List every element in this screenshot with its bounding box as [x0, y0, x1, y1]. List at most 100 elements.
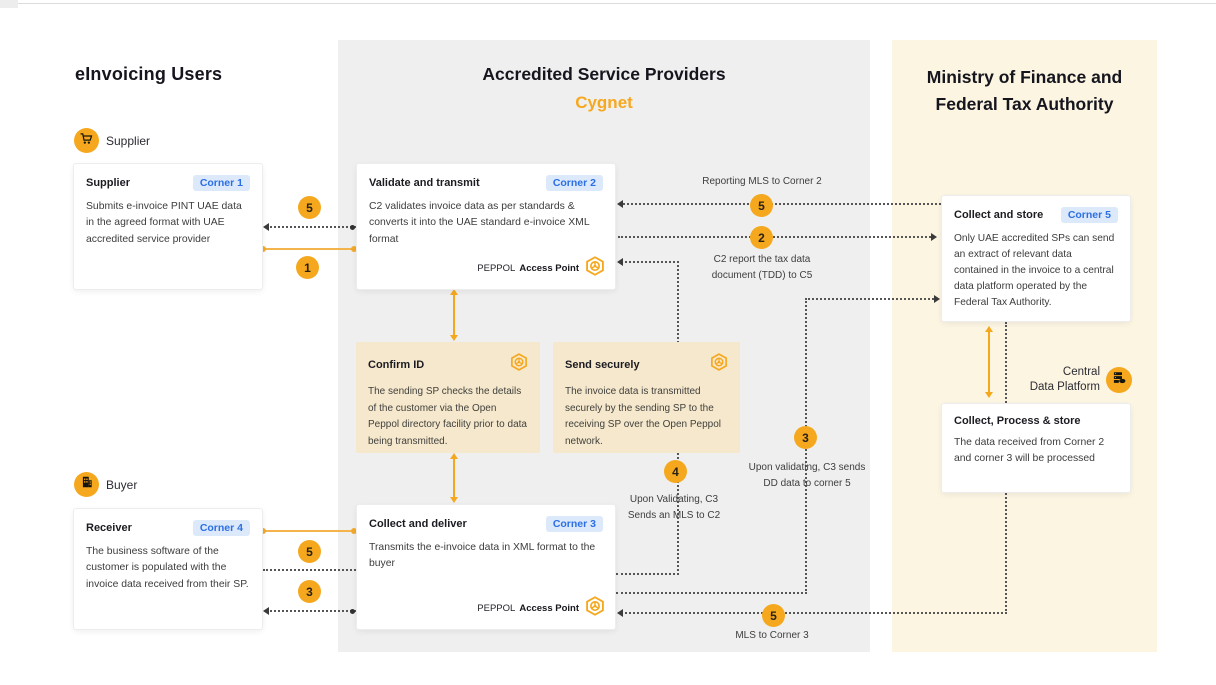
dd-data-label: Upon validating, C3 sends DD data to cor… — [727, 460, 887, 492]
c3-to-c5-dd-line-bottom — [616, 592, 807, 594]
buyer-avatar — [74, 472, 99, 497]
step-circle-5: 5 — [298, 540, 321, 563]
collect-process-body: The data received from Corner 2 and corn… — [954, 437, 1105, 465]
corner-5-badge: Corner 5 — [1060, 207, 1118, 223]
send-securely-body: The invoice data is transmitted securely… — [565, 386, 722, 447]
arrowhead-down-icon — [985, 392, 993, 398]
line-endpoint-dot — [350, 225, 355, 230]
confirm-id-panel: Confirm ID The sending SP checks the det… — [356, 342, 540, 453]
platform-label-line2: Data Platform — [1029, 381, 1100, 393]
dd-label-line2: DD data to corner 5 — [763, 478, 851, 489]
arrowhead-left-icon — [263, 223, 269, 231]
c5-to-c2-mls-line — [620, 203, 941, 205]
supplier-avatar — [74, 128, 99, 153]
dd-label-line1: Upon validating, C3 sends — [748, 462, 866, 473]
mls-c2-label-line1: Upon Validating, C3 — [629, 494, 719, 505]
mls-c2-label-line2: Sends an MLS to C2 — [627, 510, 721, 521]
right-column-title: Ministry of Finance and Federal Tax Auth… — [926, 67, 1123, 114]
middle-column-title: Accredited Service Providers — [482, 64, 726, 84]
reporting-mls-label: Reporting MLS to Corner 2 — [702, 176, 822, 187]
corner-2-badge: Corner 2 — [545, 175, 603, 191]
peppol-icon — [710, 353, 728, 376]
step-circle-1: 1 — [296, 256, 319, 279]
corner-4-badge: Corner 4 — [192, 520, 250, 536]
c3-to-c5-dd-line-top — [805, 298, 937, 300]
arrowhead-down-icon — [450, 497, 458, 503]
arrowhead-down-icon — [450, 335, 458, 341]
collect-store-title: Collect and store — [954, 209, 1044, 221]
orange-endpoint-dot — [351, 528, 357, 534]
confirm-id-title: Confirm ID — [368, 358, 425, 371]
c2-confirm-arrow — [453, 293, 455, 337]
step-circle-2: 2 — [750, 226, 773, 249]
confirm-id-body: The sending SP checks the details of the… — [368, 386, 527, 447]
arrowhead-up-icon — [450, 453, 458, 459]
peppol-label: PEPPOL — [477, 603, 516, 614]
access-point-label: Access Point — [519, 263, 579, 274]
building-icon — [80, 475, 94, 494]
send-securely-title: Send securely — [565, 358, 640, 371]
c3-to-receiver-dotted-line — [266, 610, 356, 612]
step-circle-5: 5 — [298, 196, 321, 219]
step-circle-5: 5 — [762, 604, 785, 627]
cart-icon — [79, 131, 94, 151]
collect-process-title: Collect, Process & store — [954, 415, 1081, 427]
arrowhead-left-icon — [617, 609, 623, 617]
tdd-label-line1: C2 report the tax data — [713, 254, 811, 265]
tdd-label: C2 report the tax data document (TDD) to… — [682, 252, 842, 284]
collect-deliver-body: Transmits the e-invoice data in XML form… — [369, 542, 596, 570]
c3-to-c2-mls-line-bottom — [616, 573, 679, 575]
supplier-card-title: Supplier — [86, 177, 131, 189]
step-circle-3: 3 — [298, 580, 321, 603]
step-circle-3: 3 — [794, 426, 817, 449]
buyer-actor-label: Buyer — [106, 478, 138, 492]
corner-1-badge: Corner 1 — [192, 175, 250, 191]
c3-to-receiver-line — [263, 530, 356, 532]
cygnet-subtitle: Cygnet — [575, 93, 633, 112]
collect-process-store-card: Collect, Process & store The data receiv… — [941, 403, 1131, 493]
orange-endpoint-dot — [260, 246, 266, 252]
left-column-title: eInvoicing Users — [75, 64, 223, 84]
step-circle-5: 5 — [750, 194, 773, 217]
orange-endpoint-dot — [351, 246, 357, 252]
top-left-block — [0, 0, 18, 8]
peppol-icon — [510, 353, 528, 376]
top-divider — [18, 3, 1216, 4]
line-endpoint-dot — [350, 609, 355, 614]
c2-to-c5-tdd-line — [618, 236, 934, 238]
arrowhead-up-icon — [985, 326, 993, 332]
tdd-label-line2: document (TDD) to C5 — [711, 270, 813, 281]
collect-deliver-card: Collect and deliver Corner 3 Transmits t… — [356, 504, 616, 630]
c5-to-c3-mls-line-horizontal — [620, 612, 1007, 614]
supplier-card-body: Submits e-invoice PINT UAE data in the a… — [86, 201, 242, 245]
c3-to-c2-mls-line-top — [620, 261, 679, 263]
receiver-c3-dotted-line — [263, 569, 356, 571]
collect-store-card: Collect and store Corner 5 Only UAE accr… — [941, 195, 1131, 322]
arrowhead-right-icon — [931, 233, 937, 241]
supplier-card: Supplier Corner 1 Submits e-invoice PINT… — [73, 163, 263, 290]
mls-c2-label: Upon Validating, C3 Sends an MLS to C2 — [600, 492, 748, 524]
peppol-icon — [585, 256, 605, 281]
validate-card-body: C2 validates invoice data as per standar… — [369, 201, 590, 245]
supplier-to-c2-line — [263, 248, 356, 250]
supplier-actor-label: Supplier — [106, 134, 151, 148]
mls-c3-label: MLS to Corner 3 — [735, 630, 809, 641]
confirm-c3-arrow — [453, 457, 455, 499]
collect-deliver-title: Collect and deliver — [369, 518, 467, 530]
validate-card-title: Validate and transmit — [369, 177, 480, 189]
orange-endpoint-dot — [260, 528, 266, 534]
store-process-arrow — [988, 331, 990, 394]
arrowhead-left-icon — [617, 200, 623, 208]
central-data-platform-avatar — [1106, 367, 1132, 393]
server-icon — [1112, 370, 1127, 390]
ministry-column — [892, 40, 1157, 652]
receiver-card: Receiver Corner 4 The business software … — [73, 508, 263, 630]
arrowhead-right-icon — [934, 295, 940, 303]
send-securely-panel: Send securely The invoice data is transm… — [553, 342, 740, 453]
arrowhead-left-icon — [617, 258, 623, 266]
step-circle-4: 4 — [664, 460, 687, 483]
arrowhead-up-icon — [450, 289, 458, 295]
access-point-label: Access Point — [519, 603, 579, 614]
platform-label-line1: Central — [1062, 366, 1100, 378]
